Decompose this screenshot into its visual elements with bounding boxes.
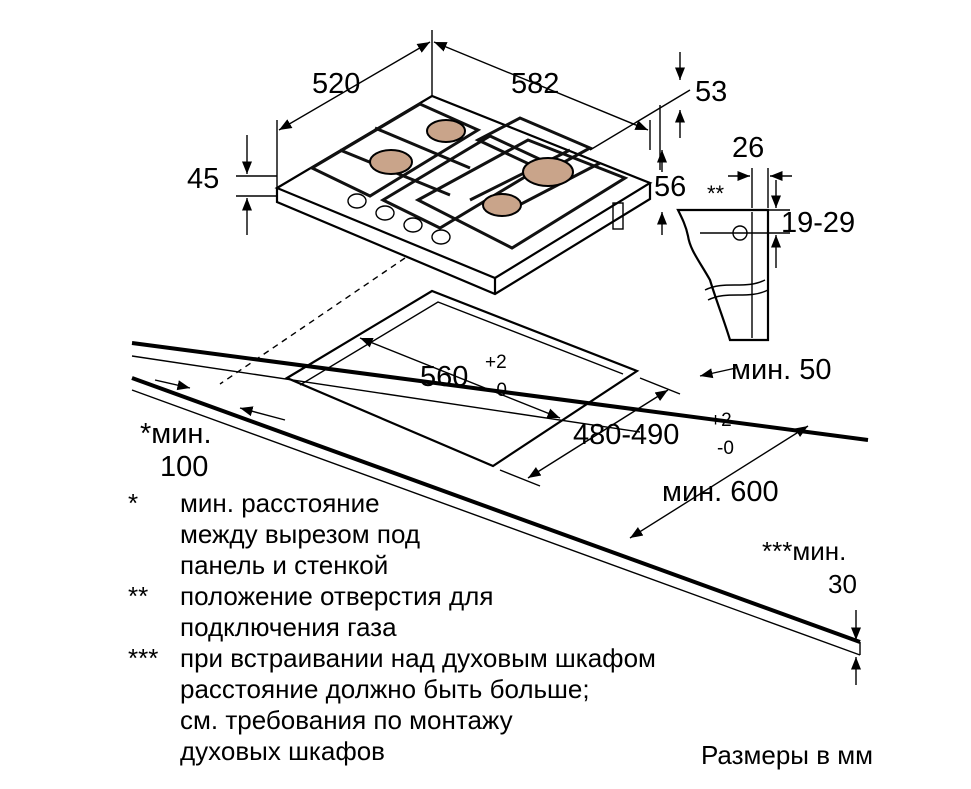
footnote-3: *** при встраивании над духовым шкафом р… [128,643,828,767]
gas-fitting [612,202,624,230]
dim-side-min-value: 100 [160,451,208,483]
burner-back-right [522,157,574,187]
footnote-text: положение отверстия для подключения газа [180,581,494,642]
dim-oven-min-value: 30 [828,569,857,599]
dim-cutout-depth: 480-490 [573,419,679,451]
hob-edge [275,183,652,296]
hob-section-profile [676,208,770,342]
dim-cutout-depth-tol-minus: -0 [717,438,734,459]
dim-fitting-depth: 56 [654,171,686,203]
dim-gas-offset-v: 19-29 [781,207,855,239]
dim-back-min: мин. 50 [731,354,832,386]
dim-gas-offset-h: 26 [732,132,764,164]
burner-back-left [426,119,466,143]
footnote-mark: ** [128,581,149,611]
dim-cutout-width-tol-plus: +2 [485,352,507,373]
hob-drawing [219,94,653,385]
dim-cutout-depth-tol-plus: +2 [710,410,732,431]
dim-hob-height: 45 [187,163,219,195]
burner-front-right [482,193,522,217]
dim-hob-width: 582 [511,68,559,100]
footnote-1: * мин. расстояние между вырезом под пане… [128,488,828,581]
footnote-text: мин. расстояние между вырезом под панель… [180,488,421,580]
dim-hob-depth: 520 [312,68,360,100]
footnotes: * мин. расстояние между вырезом под пане… [128,488,828,767]
dim-side-min-label: *мин. [140,418,212,450]
dim-cutout-width: 560 [420,361,468,393]
gas-mark: ** [707,181,725,206]
dim-worktop-min: мин. 600 [662,476,779,508]
dim-cutout-width-tol-minus: -0 [490,380,507,401]
cutout-outline [284,289,640,468]
units-note: Размеры в мм [700,740,873,770]
dim-side-offset: 53 [695,76,727,108]
footnote-mark: * [128,488,139,518]
dimension-lines [154,30,862,685]
cutout [284,289,640,468]
footnote-text: при встраивании над духовым шкафом расст… [180,643,656,766]
gas-connection-detail [676,168,792,342]
dim-oven-min-label: ***мин. [762,536,846,566]
footnote-mark: *** [128,643,159,673]
footnote-2: ** положение отверстия для подключения г… [128,581,828,643]
burner-front-left [369,149,413,175]
control-knobs [347,193,451,245]
dimension-labels: 520 582 53 45 56 ** 26 19-29 560 +2 -0 4… [140,68,857,599]
